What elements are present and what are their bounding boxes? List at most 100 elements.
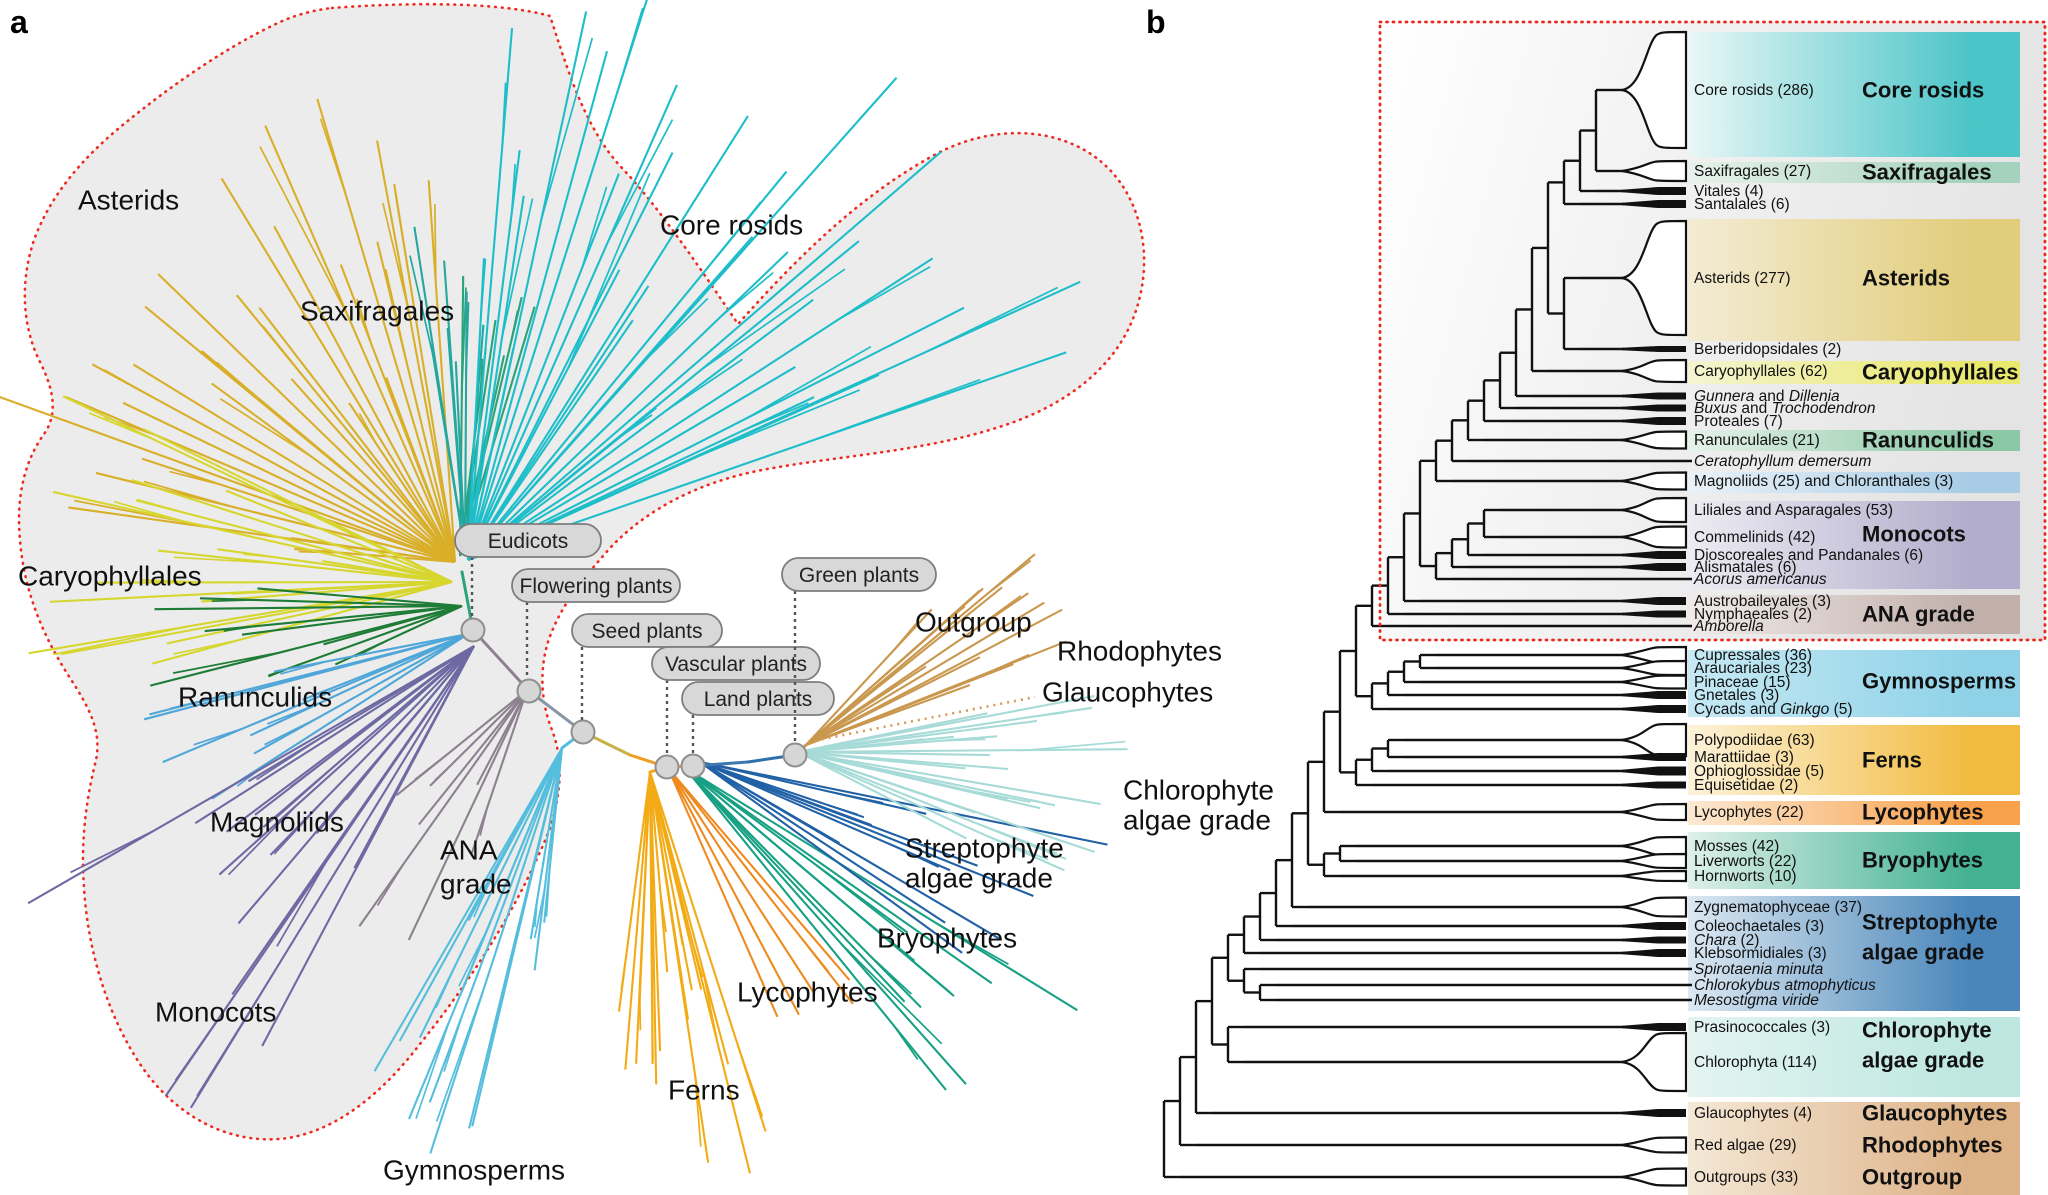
pill-label: Seed plants (592, 620, 703, 643)
ancestral-node-circle (680, 753, 706, 779)
ancestral-node-circle (570, 719, 596, 745)
panel-a-label-chlorophyte-1: Chlorophyte (1123, 775, 1274, 806)
small-clade-glyph (1622, 1023, 1686, 1031)
leaf-label: Buxus and Trochodendron (1694, 400, 1876, 417)
band-label: Rhodophytes (1862, 1133, 2003, 1158)
clade-fan-streptophyte-algae (699, 760, 1108, 954)
small-clade-glyph (1622, 187, 1686, 195)
leaf-label: Chlorokybus atmophyticus (1694, 977, 1876, 994)
pill-label: Flowering plants (520, 575, 673, 598)
leaf-label: Liverworts (22) (1694, 853, 1797, 870)
leaf-label: Gunnera and Dillenia (1694, 388, 1840, 405)
leaf-label: Cupressales (36) (1694, 647, 1812, 664)
collapsed-clade-glyph (1621, 159, 1688, 183)
band-label: ANA grade (1862, 602, 1975, 627)
band-label: Glaucophytes (1862, 1101, 2007, 1126)
clade-pill-vascular-plants: Vascular plants (651, 646, 821, 755)
panel-a-label-rhodophytes: Rhodophytes (1057, 636, 1222, 667)
panel-a-label-streptophyte-1: Streptophyte (905, 833, 1064, 864)
clade-band (1688, 1102, 2020, 1195)
small-clade-glyph (1622, 597, 1686, 605)
pill-background (651, 646, 821, 681)
clade-band (1688, 801, 2020, 825)
leaf-label: Zygnematophyceae (37) (1694, 899, 1862, 916)
panel-a-label-streptophyte-2: algae grade (905, 863, 1053, 894)
collapsed-clade-glyph (1621, 869, 1688, 883)
panel-a-label-bryophytes: Bryophytes (877, 923, 1017, 954)
leaf-label: Nymphaeales (2) (1694, 606, 1812, 623)
leaf-label: Dioscoreales and Pandanales (6) (1694, 547, 1923, 564)
band-label: Asterids (1862, 266, 1950, 291)
clade-band (1688, 32, 2020, 157)
clade-fan-asterids (0, 98, 457, 564)
cladogram-lines (1162, 88, 1692, 1179)
clade-fan-monocots (27, 645, 475, 1109)
leaf-label: Coleochaetales (3) (1694, 918, 1824, 935)
pill-background (781, 557, 937, 592)
clade-band (1688, 219, 2020, 341)
band-label: algae grade (1862, 940, 1984, 965)
collapsed-clade-glyph (1621, 896, 1688, 918)
band-label: Outgroup (1862, 1165, 1962, 1190)
band-label: Core rosids (1862, 78, 1984, 103)
band-label: Ranunculids (1862, 428, 1994, 453)
small-clade-glyph (1622, 563, 1686, 571)
panel-a-label-core-rosids: Core rosids (660, 210, 803, 241)
leaf-label: Caryophyllales (62) (1694, 363, 1828, 380)
leaf-label: Saxifragales (27) (1694, 163, 1811, 180)
clade-fan-gymnosperms (373, 747, 564, 1154)
leaf-label: Mosses (42) (1694, 838, 1779, 855)
leaf-label: Glaucophytes (4) (1694, 1105, 1812, 1122)
collapsed-clade-glyph (1621, 496, 1688, 524)
clade-fan-saxifragales-b (409, 226, 485, 554)
clade-fan-chlorophyte-algae (797, 694, 1128, 872)
ancestral-node-circle (654, 754, 680, 780)
clade-band (1688, 472, 2020, 493)
band-label: Ferns (1862, 748, 1922, 773)
leaf-label: Austrobaileyales (3) (1694, 593, 1831, 610)
clade-band (1688, 650, 2020, 717)
panel-a-label-saxifragales: Saxifragales (300, 296, 454, 327)
tree-spine-segment (471, 628, 531, 693)
small-clade-glyph (1622, 392, 1686, 400)
small-clade-glyph (1622, 200, 1686, 208)
clade-pill-green-plants: Green plants (781, 557, 937, 743)
leaf-label: Marattiidae (3) (1694, 749, 1794, 766)
panel-a-label-magnoliids: Magnoliids (210, 807, 344, 838)
leaf-label: Spirotaenia minuta (1694, 961, 1824, 978)
clade-band (1688, 162, 2020, 183)
leaf-label: Liliales and Asparagales (53) (1694, 502, 1893, 519)
small-clade-glyph (1622, 922, 1686, 930)
pill-background (511, 568, 681, 603)
small-clade-glyph (1622, 551, 1686, 559)
clade-band (1688, 430, 2020, 451)
ancestral-node-circle (782, 742, 808, 768)
leaf-label: Klebsormidiales (3) (1694, 945, 1827, 962)
leaf-label: Santalales (6) (1694, 196, 1790, 213)
clade-band (1688, 896, 2020, 1011)
band-label: Monocots (1862, 522, 1966, 547)
leaf-label: Vitales (4) (1694, 183, 1764, 200)
small-clade-glyph (1622, 610, 1686, 618)
collapsed-clade-glyph (1621, 802, 1688, 822)
leaf-label: Araucariales (23) (1694, 660, 1812, 677)
leaf-label: Red algae (29) (1694, 1137, 1797, 1154)
leaf-label: Magnoliids (25) and Chloranthales (3) (1694, 473, 1953, 490)
leaf-label: Lycophytes (22) (1694, 804, 1804, 821)
panel-a-label-gymnosperms: Gymnosperms (383, 1155, 565, 1186)
collapsed-clade-glyph (1621, 1031, 1688, 1093)
leaf-label: Amborella (1693, 618, 1764, 635)
small-clade-glyph (1622, 949, 1686, 957)
leaf-label: Mesostigma viride (1694, 992, 1819, 1009)
band-label: Bryophytes (1862, 848, 1983, 873)
leaf-label: Berberidopsidales (2) (1694, 341, 1841, 358)
clade-fan-ferns (617, 771, 767, 1174)
clade-fan-ranunculids (149, 587, 463, 687)
small-clade-glyph (1622, 766, 1686, 776)
clade-fan-core-rosids (466, 0, 1081, 561)
panel-b-letter: b (1146, 4, 1166, 40)
leaf-label: Ophioglossidae (5) (1694, 763, 1824, 780)
